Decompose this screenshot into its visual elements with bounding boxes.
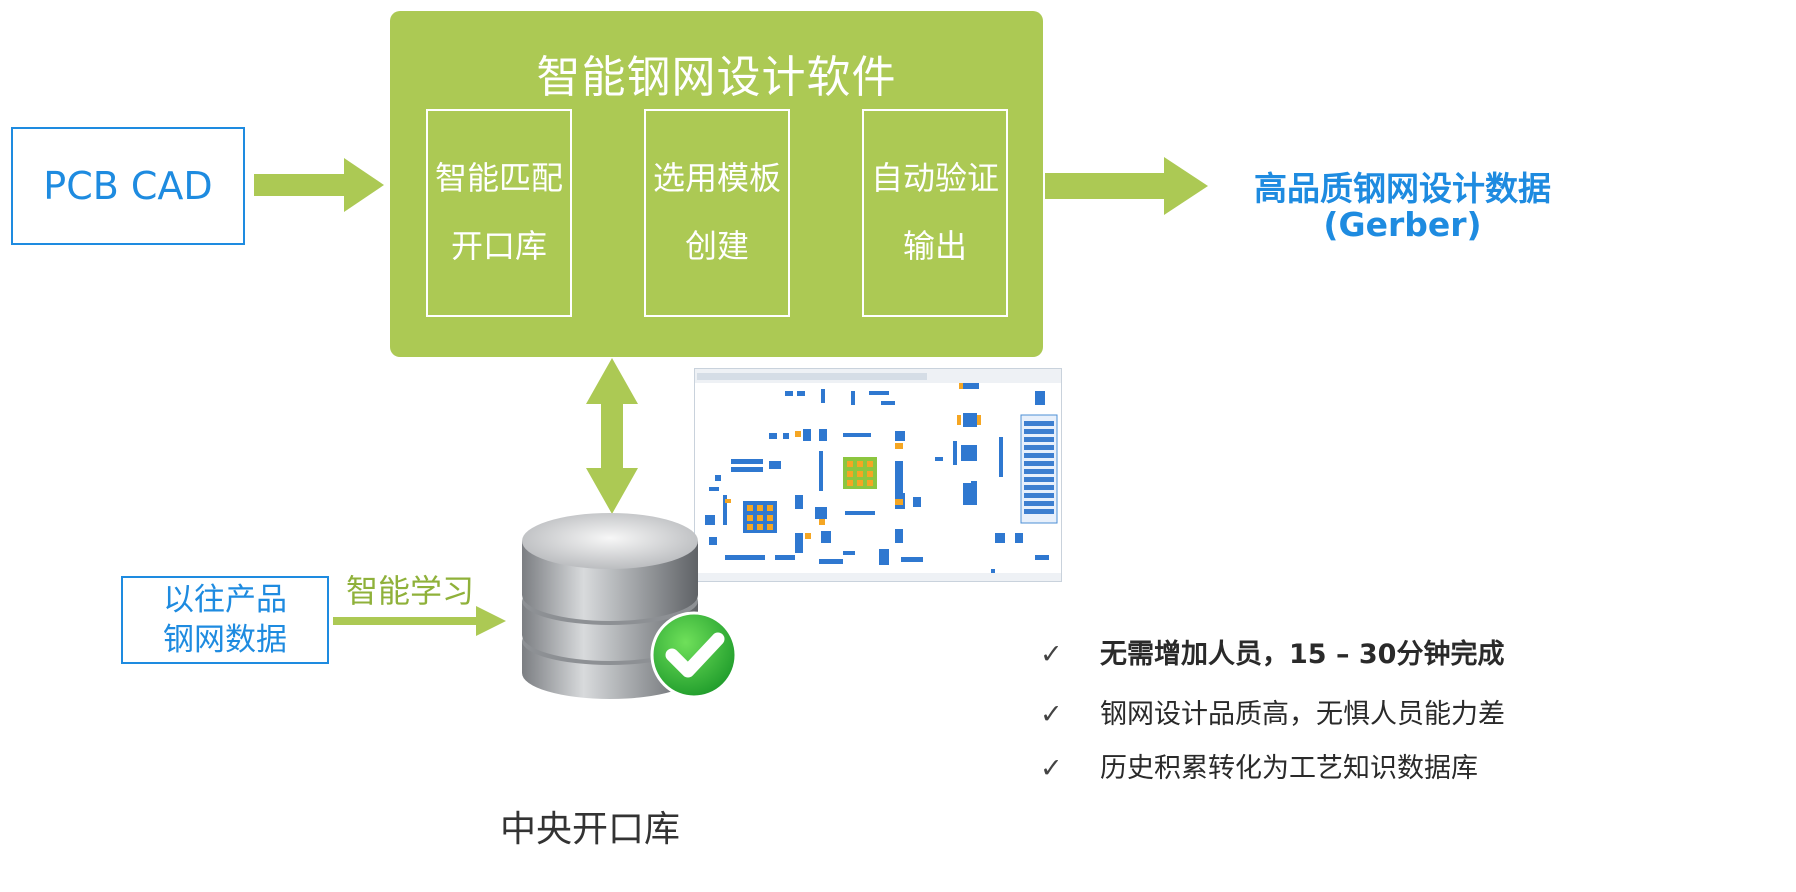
software-panel: 智能钢网设计软件 智能匹配 开口库 选用模板 创建 自动验证 输出 [390, 11, 1043, 357]
software-title: 智能钢网设计软件 [536, 52, 897, 103]
benefit-item: ✓ 无需增加人员，15 – 30分钟完成 [1040, 632, 1504, 671]
module-line1: 选用模板 [652, 159, 781, 197]
benefit-text: 无需增加人员，15 – 30分钟完成 [1100, 639, 1505, 670]
benefit-item: ✓ 历史积累转化为工艺知识数据库 [1040, 746, 1478, 785]
benefit-text: 钢网设计品质高，无惧人员能力差 [1100, 699, 1505, 730]
benefit-item: ✓ 钢网设计品质高，无惧人员能力差 [1040, 692, 1505, 731]
module-smart-match: 智能匹配 开口库 [426, 109, 572, 317]
pcb-layout-preview [695, 369, 1061, 581]
history-data-box: 以往产品 钢网数据 [121, 576, 329, 664]
benefit-text: 历史积累转化为工艺知识数据库 [1100, 753, 1478, 784]
database-label: 中央开口库 [499, 809, 680, 850]
pcb-cad-label: PCB CAD [43, 164, 213, 208]
database-icon [522, 513, 738, 699]
history-line2: 钢网数据 [163, 622, 287, 658]
check-mark-icon: ✓ [1040, 699, 1063, 730]
checkmark-icon [650, 611, 738, 699]
history-line1: 以往产品 [163, 582, 287, 618]
learning-label: 智能学习 [346, 572, 475, 610]
module-line2: 创建 [684, 227, 749, 265]
software-screenshot [694, 368, 1062, 582]
check-mark-icon: ✓ [1040, 639, 1063, 670]
module-line1: 智能匹配 [434, 159, 563, 197]
output-title: 高品质钢网设计数据 [1254, 169, 1551, 208]
module-line1: 自动验证 [870, 159, 999, 197]
output-format: (Gerber) [1323, 205, 1482, 244]
module-template: 选用模板 创建 [644, 109, 790, 317]
module-line2: 输出 [902, 227, 967, 265]
module-line2: 开口库 [450, 227, 547, 265]
check-mark-icon: ✓ [1040, 753, 1063, 784]
pcb-cad-box: PCB CAD [11, 127, 245, 245]
module-auto-verify: 自动验证 输出 [862, 109, 1008, 317]
sync-arrow [586, 358, 638, 514]
